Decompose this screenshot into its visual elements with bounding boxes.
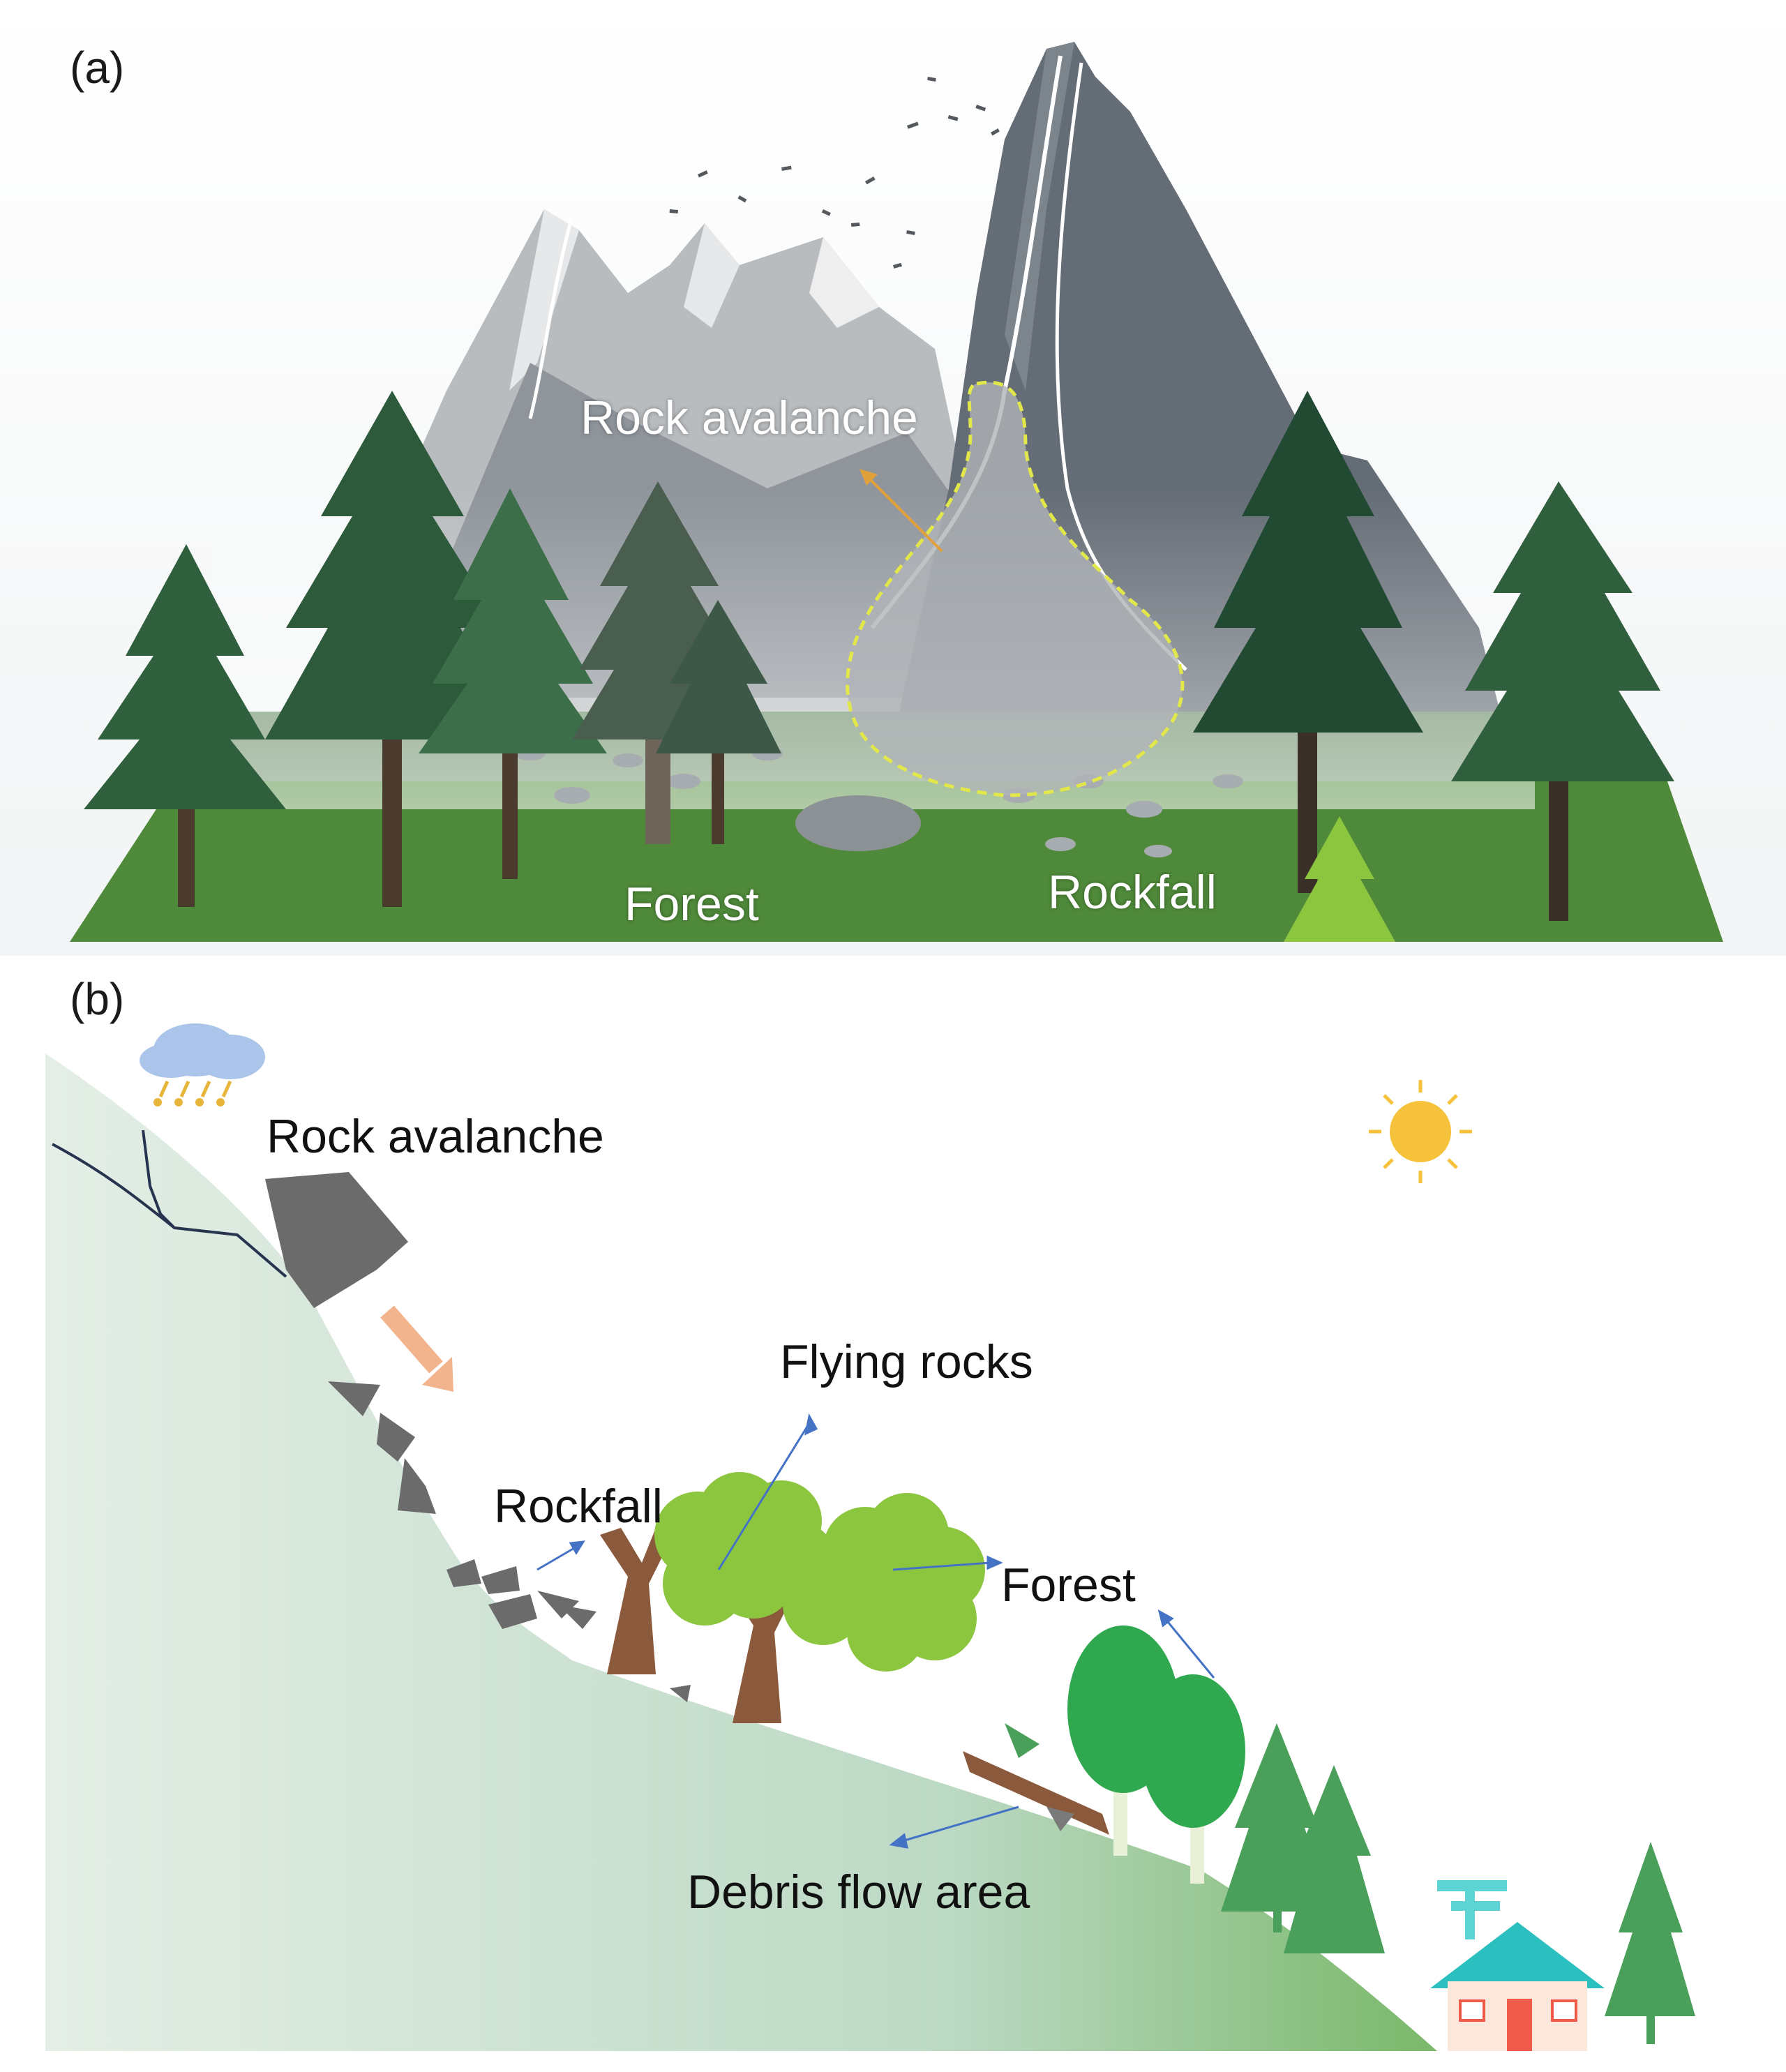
avalanche-arrow bbox=[864, 473, 943, 553]
debris-log bbox=[963, 1723, 1109, 1835]
panel-b-forest-label: Forest bbox=[1001, 1559, 1136, 1612]
panel-a-rock-avalanche-label: Rock avalanche bbox=[580, 391, 918, 444]
house-icon bbox=[1430, 1880, 1605, 2051]
hillslope bbox=[45, 1053, 1437, 2051]
panel-a bbox=[0, 0, 1786, 956]
forest-trees-a bbox=[84, 391, 1674, 942]
panel-a-label: (a) bbox=[70, 43, 125, 93]
movement-arrow bbox=[380, 1305, 453, 1392]
panel-b-debris-flow-area-label: Debris flow area bbox=[687, 1865, 1030, 1919]
panel-b-rock-avalanche-label: Rock avalanche bbox=[267, 1110, 604, 1163]
rock-avalanche-block bbox=[265, 1172, 408, 1308]
slope-cracks bbox=[52, 1129, 287, 1278]
broadleaf-trees bbox=[600, 1472, 985, 1723]
rock-avalanche-deposit bbox=[846, 380, 1185, 797]
panel-b-label: (b) bbox=[70, 974, 125, 1024]
conifer-trees bbox=[1221, 1723, 1695, 2044]
panel-b-flying-rocks-label: Flying rocks bbox=[780, 1335, 1033, 1388]
deciduous-trees bbox=[1067, 1626, 1245, 1884]
flying-debris bbox=[669, 77, 1000, 269]
falling-rocks bbox=[328, 1381, 691, 1702]
panel-b bbox=[45, 1023, 1695, 2051]
annotation-arrows bbox=[536, 1413, 1215, 1849]
panel-a-rockfall-label: Rockfall bbox=[1048, 866, 1217, 919]
panel-a-forest-label: Forest bbox=[624, 878, 759, 931]
scattered-rocks bbox=[515, 746, 1243, 857]
sun-icon bbox=[1369, 1080, 1472, 1183]
rain-cloud-icon bbox=[140, 1023, 265, 1106]
panel-b-rockfall-label: Rockfall bbox=[494, 1480, 663, 1533]
